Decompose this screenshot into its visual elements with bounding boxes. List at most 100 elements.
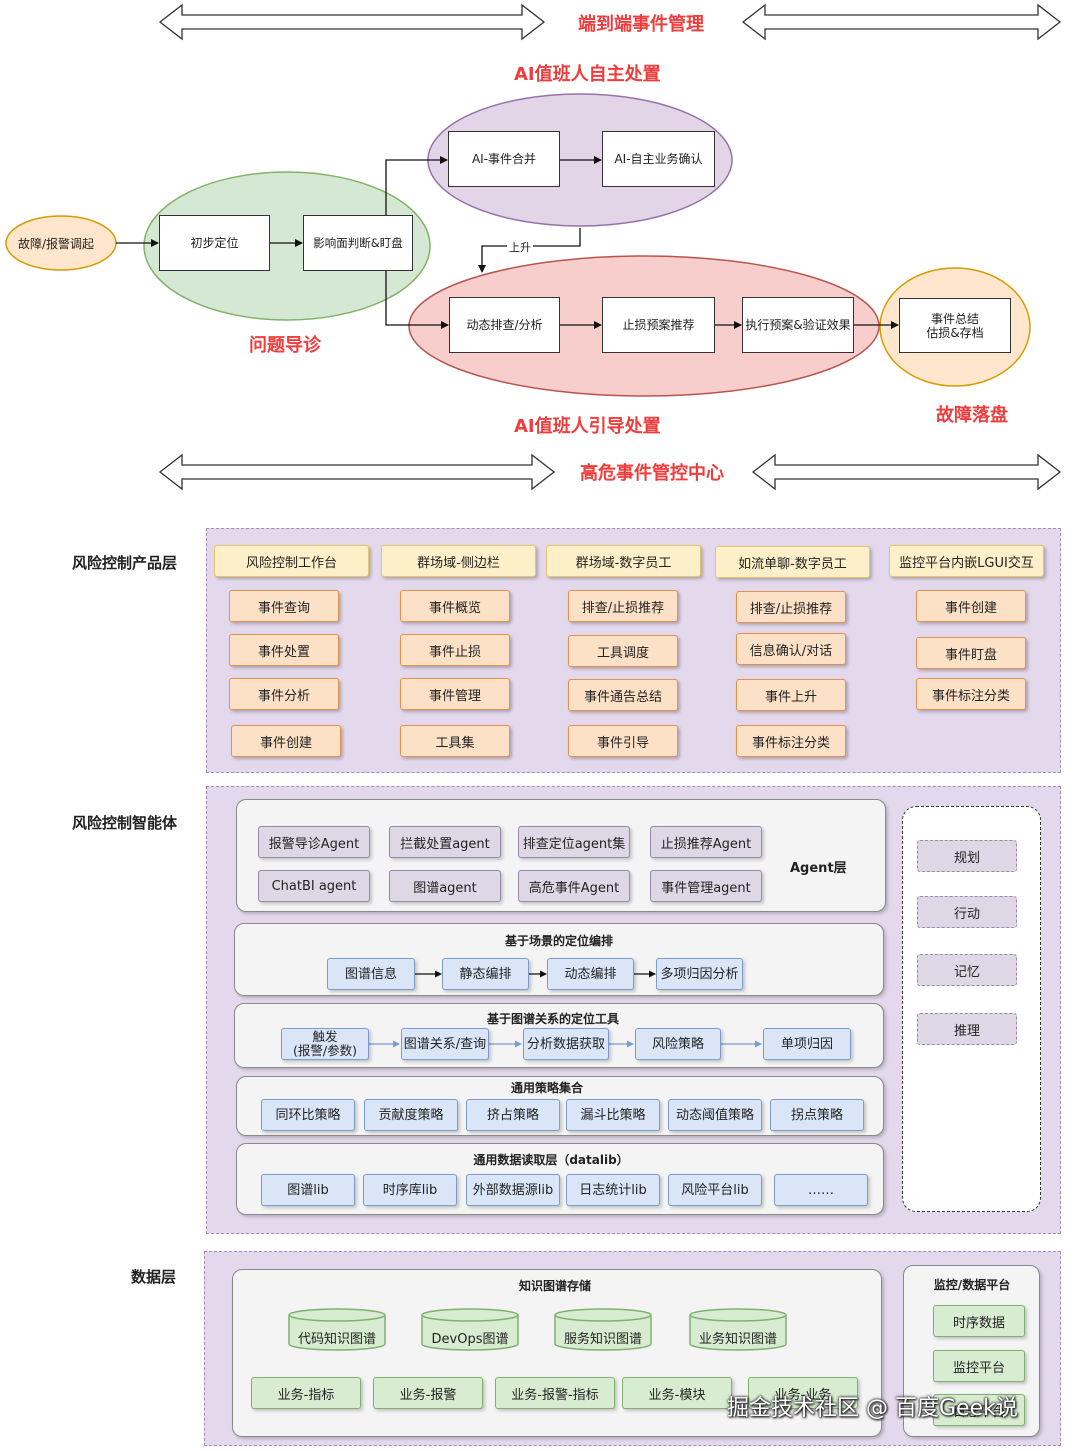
bottom-banner-title: 高危事件管控中心 (580, 463, 724, 484)
edge-impact-dynamic (385, 271, 449, 329)
ai-auto-title: AI值班人自主处置 (514, 64, 661, 85)
strategy-item: 动态阈值策略 (668, 1099, 762, 1131)
scene-item: 多项归因分析 (656, 958, 743, 990)
kg-relation-item: 业务-报警 (373, 1377, 483, 1409)
graph-tool-arrows (369, 1040, 762, 1048)
product-item: 排查/止损推荐 (736, 591, 846, 623)
capability-item-action: 行动 (917, 896, 1017, 928)
product-item: 事件处置 (229, 634, 339, 666)
scene-item: 图谱信息 (327, 958, 415, 990)
agent-layer-panel: 报警导诊Agent 拦截处置agent 排查定位agent集 止损推荐Agent… (206, 786, 1061, 1234)
diagnosis-ellipse (143, 171, 431, 321)
top-right-double-arrow (741, 3, 1062, 41)
monitor-platform-title: 监控/数据平台 (933, 1278, 1011, 1292)
kg-relation-item: 业务-模块 (622, 1377, 732, 1409)
product-item: 事件引导 (568, 725, 678, 757)
product-item: 事件上升 (736, 679, 846, 711)
data-read-item: …… (774, 1174, 868, 1206)
scene-arrows (415, 970, 656, 978)
capability-column: 规划 行动 记忆 推理 (902, 806, 1041, 1212)
db-service-kg: 服务知识图谱 (554, 1308, 652, 1352)
node-initial-locate: 初步定位 (159, 215, 270, 271)
strategy-title: 通用策略集合 (510, 1081, 584, 1095)
agent-item: 高危事件Agent (518, 870, 630, 902)
product-head-chat-digital-employee: 如流单聊-数字员工 (715, 546, 870, 578)
product-layer-panel: 风险控制工作台 群场域-侧边栏 群场域-数字员工 如流单聊-数字员工 监控平台内… (206, 528, 1061, 773)
agent-section: 报警导诊Agent 拦截处置agent 排查定位agent集 止损推荐Agent… (236, 799, 886, 912)
product-item: 信息确认/对话 (736, 633, 846, 665)
graph-tool-section: 基于图谱关系的定位工具 触发 (报警/参数) 图谱关系/查询 分析数据获取 风险… (234, 1003, 884, 1068)
closure-title: 故障落盘 (936, 405, 1008, 426)
monitor-item: 时序数据 (933, 1305, 1025, 1337)
kg-relation-item: 业务-指标 (251, 1377, 361, 1409)
product-item: 事件通告总结 (568, 679, 678, 711)
kg-relation-item: 业务-业务 (748, 1377, 858, 1409)
db-devops-kg: DevOps图谱 (421, 1308, 519, 1352)
data-read-item: 风险平台lib (668, 1174, 762, 1206)
product-item: 事件管理 (400, 678, 510, 710)
product-item: 排查/止损推荐 (568, 590, 678, 622)
graph-tool-item: 分析数据获取 (523, 1028, 609, 1060)
strategy-item: 贡献度策略 (364, 1099, 458, 1131)
data-read-item: 外部数据源lib (466, 1174, 560, 1206)
strategy-section: 通用策略集合 同环比策略 贡献度策略 挤占策略 漏斗比策略 动态阈值策略 拐点策… (236, 1076, 884, 1136)
product-item: 事件创建 (231, 725, 341, 757)
data-read-item: 图谱lib (261, 1174, 355, 1206)
product-head-group-sidebar: 群场域-侧边栏 (381, 545, 536, 577)
product-item: 事件查询 (229, 590, 339, 622)
bottom-left-double-arrow (158, 453, 556, 491)
product-item: 事件概览 (400, 590, 510, 622)
graph-tool-item: 单项归因 (763, 1028, 851, 1060)
node-trigger: 故障/报警调起 (18, 237, 95, 251)
node-stop-loss-plan: 止损预案推荐 (602, 297, 715, 353)
agent-section-title: Agent层 (790, 861, 847, 876)
agent-layer-label: 风险控制智能体 (72, 814, 178, 832)
strategy-item: 拐点策略 (770, 1099, 864, 1131)
db-code-kg: 代码知识图谱 (288, 1308, 386, 1352)
product-item: 事件盯盘 (916, 637, 1026, 669)
database-icon (554, 1308, 652, 1351)
edge-impact-merge (385, 156, 448, 216)
strategy-item: 同环比策略 (261, 1099, 355, 1131)
agent-item: 报警导诊Agent (258, 826, 370, 858)
node-summary: 事件总结 估损&存档 (899, 298, 1011, 353)
scene-orchestration-title: 基于场景的定位编排 (504, 934, 614, 948)
product-item: 事件标注分类 (736, 725, 846, 757)
diagnosis-title: 问题导诊 (249, 335, 321, 356)
database-icon (421, 1308, 519, 1351)
db-label: DevOps图谱 (431, 1332, 509, 1347)
bottom-right-double-arrow (751, 453, 1062, 491)
data-read-item: 日志统计lib (566, 1174, 660, 1206)
data-read-section: 通用数据读取层（datalib） 图谱lib 时序库lib 外部数据源lib 日… (236, 1143, 884, 1215)
scene-item: 静态编排 (442, 958, 529, 990)
ai-guided-title: AI值班人引导处置 (514, 416, 661, 437)
db-label: 代码知识图谱 (297, 1332, 376, 1347)
capability-item-memory: 记忆 (917, 954, 1017, 986)
capability-item-reasoning: 推理 (917, 1013, 1017, 1045)
product-item: 事件止损 (400, 634, 510, 666)
top-banner-title: 端到端事件管理 (578, 14, 704, 35)
node-ai-confirm: AI-自主业务确认 (602, 131, 715, 187)
monitor-item: 监控平台 (933, 1350, 1025, 1382)
agent-item: 止损推荐Agent (650, 826, 762, 858)
database-icon (288, 1308, 386, 1351)
scene-orchestration-section: 基于场景的定位编排 图谱信息 静态编排 动态编排 多项归因分析 (234, 923, 884, 996)
knowledge-graph-title: 知识图谱存储 (518, 1279, 592, 1293)
kg-relation-item: 业务-报警-指标 (495, 1377, 615, 1409)
graph-tool-title: 基于图谱关系的定位工具 (486, 1012, 620, 1026)
db-label: 服务知识图谱 (563, 1332, 642, 1347)
graph-tool-item: 触发 (报警/参数) (281, 1028, 369, 1060)
db-business-kg: 业务知识图谱 (689, 1308, 787, 1352)
node-impact-judgement: 影响面判断&盯盘 (303, 215, 413, 271)
product-layer-label: 风险控制产品层 (72, 554, 178, 572)
top-left-double-arrow (158, 3, 546, 41)
product-item: 事件创建 (916, 590, 1026, 622)
monitor-platform-section: 监控/数据平台 时序数据 监控平台 日志平台 (903, 1265, 1040, 1437)
data-layer-label: 数据层 (131, 1268, 177, 1286)
node-dynamic-analysis: 动态排查/分析 (449, 297, 560, 353)
data-read-item: 时序库lib (363, 1174, 457, 1206)
capability-item-plan: 规划 (917, 840, 1017, 872)
database-icon (689, 1308, 787, 1351)
agent-item: 拦截处置agent (389, 826, 501, 858)
product-head-monitor-lgui: 监控平台内嵌LGUI交互 (889, 545, 1044, 577)
